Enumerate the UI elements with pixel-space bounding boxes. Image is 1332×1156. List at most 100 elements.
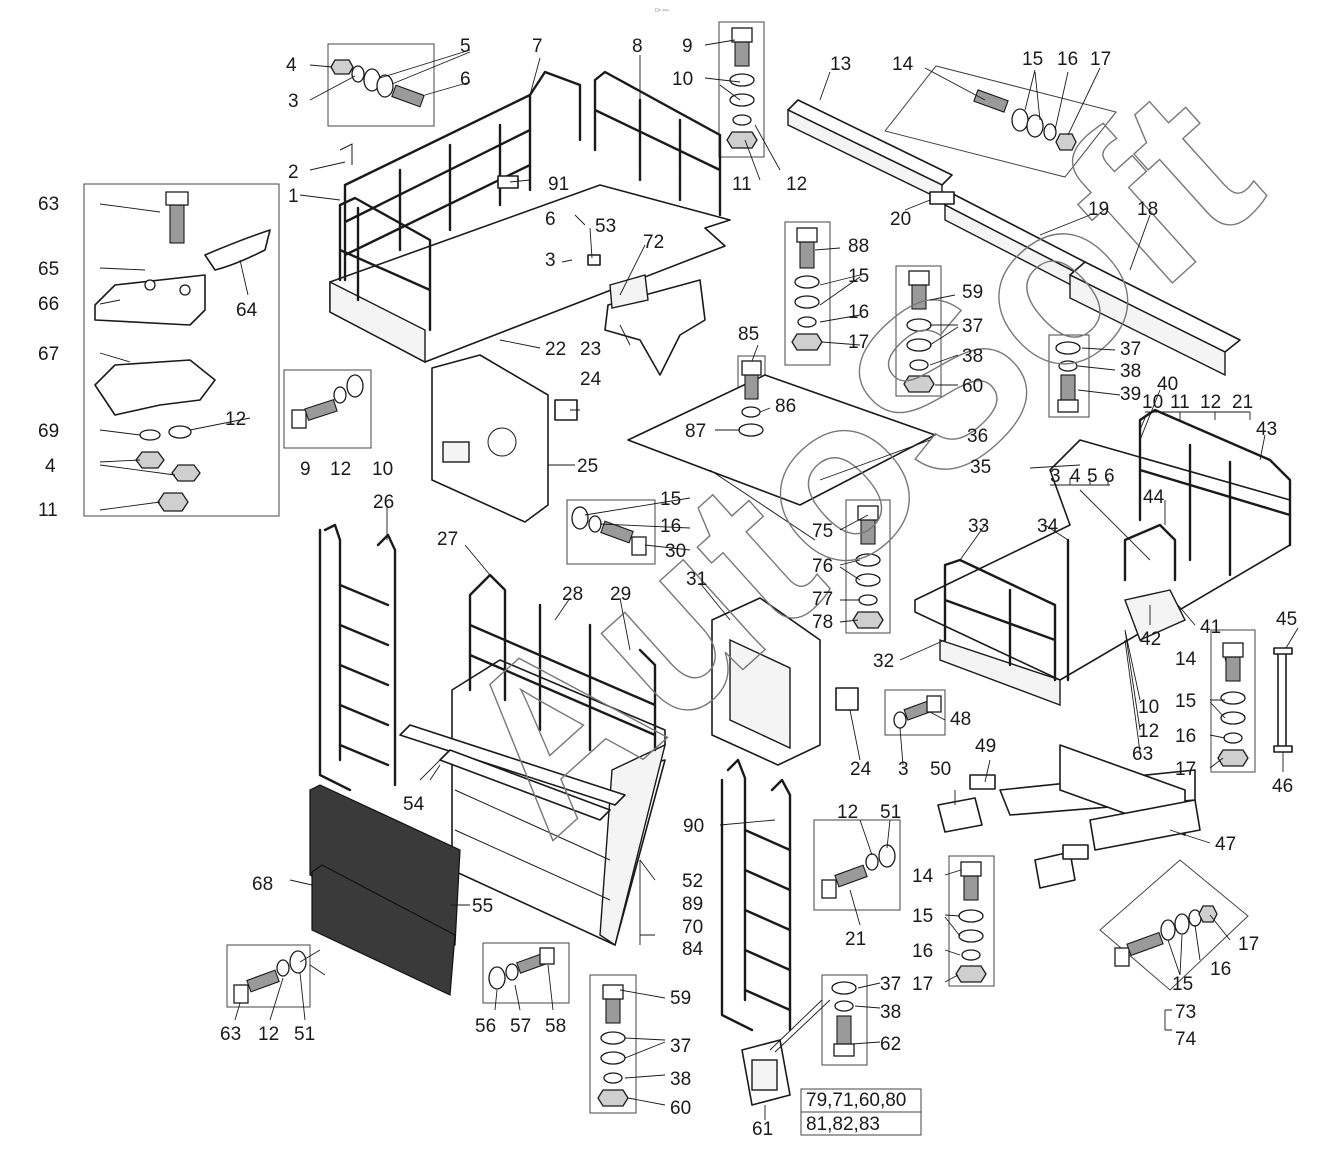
cabinet-52-seam-2 xyxy=(454,829,611,901)
bolt-85-head xyxy=(741,360,762,376)
right-platform xyxy=(914,408,1292,707)
ladder-26-rungs xyxy=(338,583,390,767)
callout-14: 14 xyxy=(892,54,914,75)
bolt-9-lower-head xyxy=(291,409,307,429)
grating-55 xyxy=(311,864,456,996)
platform-side-wall xyxy=(329,280,426,364)
callout-87: 87 xyxy=(685,421,706,442)
callout-59: 59 xyxy=(670,988,691,1009)
bar-45-top-plate xyxy=(1273,647,1293,655)
callout-44: 44 xyxy=(1143,487,1165,508)
nut-17-lower xyxy=(955,965,987,983)
cabinet-25 xyxy=(431,354,549,523)
callout-61: 61 xyxy=(752,1119,773,1140)
strip-54-b xyxy=(439,749,611,821)
callout-38: 38 xyxy=(962,346,983,367)
callout-15: 15 xyxy=(912,906,933,927)
bolt-14-lower-head xyxy=(960,861,982,877)
washer-15-73-b xyxy=(1174,913,1190,935)
callout-11: 11 xyxy=(38,500,58,521)
bolt-73-head xyxy=(1114,947,1130,967)
callout-16: 16 xyxy=(1175,726,1196,747)
callout-24: 24 xyxy=(580,369,602,390)
washer-15-mid-b xyxy=(794,295,820,309)
washer-15-top-a xyxy=(1011,108,1029,132)
nut-60-mid xyxy=(903,375,935,393)
floor-panel-36 xyxy=(627,374,936,506)
callout-21: 21 xyxy=(1232,392,1253,413)
bolt-59-bottom-head xyxy=(602,984,624,1000)
bracket-plate-72 xyxy=(609,274,649,309)
cabinet-52-seam-1 xyxy=(454,789,611,861)
callout-4: 4 xyxy=(1070,466,1081,487)
bolt-21-head xyxy=(821,879,837,899)
callout-55: 55 xyxy=(472,896,493,917)
bolt-62-head xyxy=(833,1043,855,1057)
callout-21: 21 xyxy=(845,929,866,950)
callout-73: 73 xyxy=(1175,1002,1196,1023)
callout-43: 43 xyxy=(1256,419,1277,440)
nut-78 xyxy=(852,611,884,629)
callout-3: 3 xyxy=(288,91,299,112)
frame-47 xyxy=(937,744,1201,889)
bolt-14-lower-shank xyxy=(963,873,979,901)
plate-67 xyxy=(94,359,216,416)
hardware-box-75 xyxy=(845,499,891,634)
washer-37-bottom-a xyxy=(600,1031,626,1045)
right-platform-skirt xyxy=(939,639,1061,707)
callout-60: 60 xyxy=(962,376,983,397)
grating-68 xyxy=(309,784,461,946)
bolt-63-bottom-shank xyxy=(246,969,280,993)
callout-64: 64 xyxy=(236,300,258,321)
bolt-14-right-shank xyxy=(1225,654,1241,682)
bracket-2 xyxy=(339,143,353,165)
hardware-box-14-right xyxy=(1210,629,1256,773)
callout-16: 16 xyxy=(1210,959,1231,980)
callout-57: 57 xyxy=(510,1016,531,1037)
bolt-63-shank xyxy=(169,204,185,244)
callout-88: 88 xyxy=(848,236,869,257)
callout-68: 68 xyxy=(252,874,273,895)
cabinet-25-port xyxy=(487,427,517,457)
center-cabinet xyxy=(399,573,667,947)
washer-57 xyxy=(505,963,519,981)
handle-44 xyxy=(1123,523,1177,582)
callout-84: 84 xyxy=(682,939,704,960)
callout-46: 46 xyxy=(1272,776,1293,797)
callout-16: 16 xyxy=(848,302,869,323)
panels xyxy=(431,354,936,541)
washer-10-a xyxy=(729,73,755,87)
washer-15-top-b xyxy=(1026,114,1044,138)
washer-76-b xyxy=(855,573,881,587)
base-61 xyxy=(741,1039,791,1106)
clamp-66 xyxy=(94,274,206,326)
block-42 xyxy=(1124,589,1186,641)
plate-49 xyxy=(969,774,996,790)
leader-lines xyxy=(99,39,1299,1120)
callout-29: 29 xyxy=(610,584,631,605)
washer-12-top xyxy=(732,114,752,126)
callout-77: 77 xyxy=(812,589,833,610)
nut-17-mid xyxy=(791,333,823,351)
bolt-9-head xyxy=(731,27,753,43)
washer-16-top xyxy=(1043,123,1057,141)
callout-53: 53 xyxy=(595,216,616,237)
hardware-box-14-17 xyxy=(884,65,1117,178)
rail-33 xyxy=(943,558,1057,682)
callout-54: 54 xyxy=(403,794,425,815)
bolt-6-top-shank xyxy=(391,84,425,108)
hardware-stacks xyxy=(233,27,1249,1107)
nut-11-top xyxy=(726,131,758,149)
callout-12: 12 xyxy=(258,1024,279,1045)
bolt-63-bottom-head xyxy=(233,984,249,1004)
callout-9: 9 xyxy=(682,36,693,57)
callout-17: 17 xyxy=(1238,934,1259,955)
washer-15-mid-a xyxy=(794,275,820,289)
callout-17: 17 xyxy=(1175,759,1196,780)
callout-13: 13 xyxy=(830,54,851,75)
callout-14: 14 xyxy=(912,866,934,887)
callout-2: 2 xyxy=(288,162,299,183)
callout-86: 86 xyxy=(775,396,796,417)
callout-76: 76 xyxy=(812,556,833,577)
